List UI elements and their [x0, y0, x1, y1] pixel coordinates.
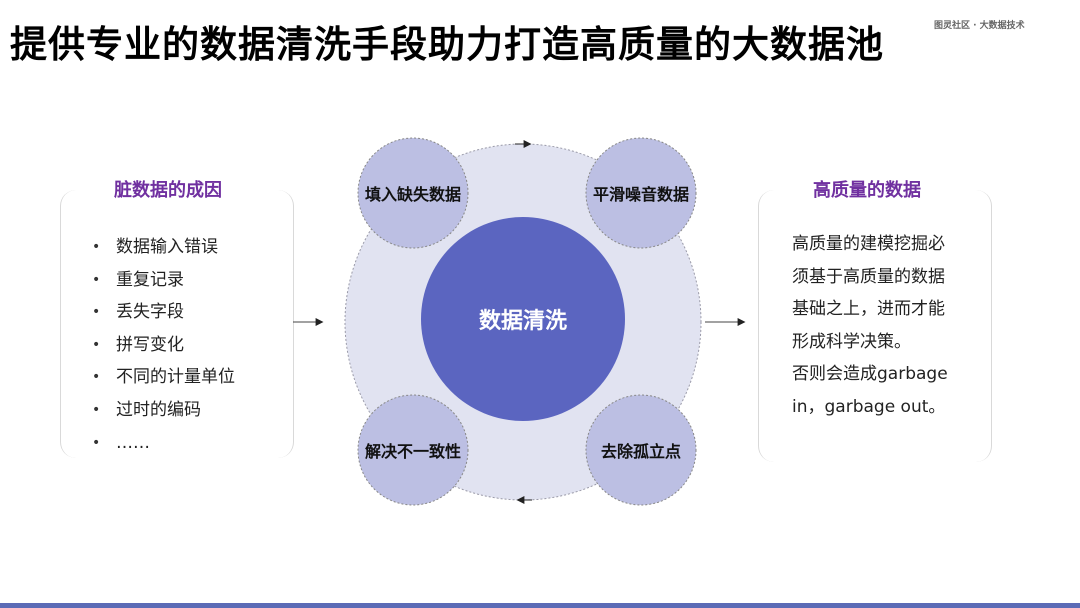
list-item: 拼写变化: [92, 332, 235, 365]
node-fill-missing-label: 填入缺失数据: [364, 185, 462, 204]
high-quality-data-text: 高质量的建模挖掘必 须基于高质量的数据 基础之上，进而才能 形成科学决策。 否则…: [792, 228, 982, 423]
list-item: 重复记录: [92, 267, 235, 300]
center-label: 数据清洗: [478, 309, 568, 334]
list-item: 不同的计量单位: [92, 364, 235, 397]
high-quality-data-title: 高质量的数据: [813, 180, 921, 201]
center-circle: [421, 217, 625, 421]
node-smooth-noise-label: 平滑噪音数据: [592, 185, 690, 204]
text-line: 基础之上，进而才能: [792, 299, 945, 319]
node-resolve-inconsistency-label: 解决不一致性: [364, 442, 462, 461]
text-line: 须基于高质量的数据: [792, 266, 945, 287]
dirty-data-causes-title: 脏数据的成因: [114, 180, 222, 201]
watermark: 图灵社区 · 大数据技术: [934, 21, 1025, 31]
text-line: 高质量的建模挖掘必: [792, 234, 945, 254]
node-remove-outliers-circle: [585, 394, 697, 506]
text-line: 形成科学决策。: [792, 331, 911, 352]
dirty-data-causes-panel: [60, 190, 294, 458]
text-line: in，garbage out。: [792, 396, 946, 417]
list-item: 数据输入错误: [92, 234, 235, 267]
page-title: 提供专业的数据清洗手段助力打造高质量的大数据池: [10, 23, 884, 66]
node-resolve-inconsistency-circle: [357, 394, 469, 506]
bottom-accent-bar: [0, 603, 1080, 608]
node-fill-missing-circle: [357, 137, 469, 249]
list-item: 丢失字段: [92, 299, 235, 332]
node-smooth-noise-circle: [585, 137, 697, 249]
high-quality-data-panel: [758, 190, 992, 462]
text-line: 否则会造成garbage: [792, 364, 948, 384]
node-remove-outliers-label: 去除孤立点: [600, 442, 682, 461]
list-item: 过时的编码: [92, 397, 235, 430]
dirty-data-causes-list: 数据输入错误 重复记录 丢失字段 拼写变化 不同的计量单位 过时的编码 ……: [92, 234, 235, 462]
list-item: ……: [92, 430, 235, 463]
